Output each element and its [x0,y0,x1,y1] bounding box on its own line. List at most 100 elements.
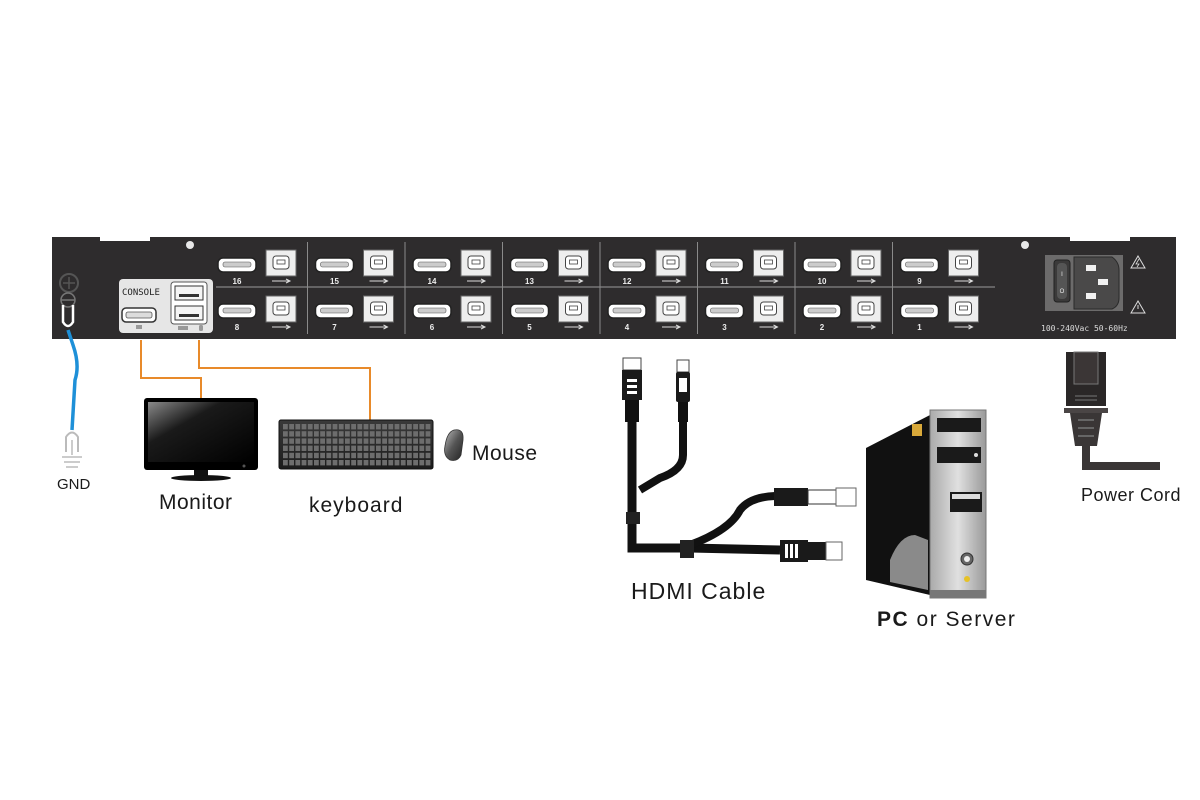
hdmi-kvm-cable [622,357,857,562]
usb-symbol-icon [564,324,584,330]
keyboard-key [388,424,394,430]
port-6: 6 [412,295,492,332]
gnd-label: GND [57,476,91,493]
port-15: 15 [314,249,394,286]
keyboard-key [425,431,431,437]
keyboard-key [345,438,350,444]
keyboard-key [394,452,400,459]
port-4: 4 [607,295,687,332]
keyboard-device-icon [278,419,434,470]
panel-body [52,237,1176,339]
keyboard-key [314,452,319,459]
keyboard-key [407,445,412,451]
keyboard-key [394,445,400,451]
keyboard-key [307,424,313,430]
keyboard-key [338,445,344,451]
keyboard-key [289,452,294,459]
keyboard-key [326,431,332,437]
keyboard-key [301,431,307,437]
keyboard-key [376,431,381,437]
keyboard-key [376,424,381,430]
keyboard-key [425,445,431,451]
hdmi-cable-label: HDMI Cable [631,578,767,604]
port-number-label: 15 [330,277,339,286]
ground-connector [62,431,82,468]
port-11: 11 [704,249,784,286]
keyboard-key [283,438,288,444]
port-number-label: 16 [233,277,242,286]
keyboard-key [332,438,338,444]
keyboard-key [326,424,332,430]
keyboard-key [382,452,387,459]
port-5: 5 [509,295,589,332]
keyboard-key [283,460,288,466]
port-number-label: 14 [428,277,437,286]
keyboard-key [307,460,313,466]
keyboard-key [345,445,350,451]
keyboard-key [413,424,418,430]
keyboard-key [332,460,338,466]
ground-wire [66,329,79,431]
usb-b-port-icon [363,249,394,277]
keyboard-key [376,445,381,451]
keyboard-key [283,445,288,451]
monitor-label: Monitor [159,491,233,514]
port-number-label: 2 [820,323,825,332]
port-number-label: 4 [625,323,630,332]
usb-symbol-icon [467,278,487,284]
keyboard-key [283,424,288,430]
pc-label-bold: PC [877,608,910,631]
switch-on-label: I [1061,272,1063,278]
keyboard-key [338,431,344,437]
port-number-label: 5 [527,323,532,332]
keyboard-key [394,431,400,437]
keyboard-key [289,438,294,444]
keyboard-key [363,460,369,466]
keyboard-key [369,452,375,459]
keyboard-key [338,438,344,444]
keyboard-key [400,424,406,430]
pc-server-label: PC or Server [877,608,1016,632]
keyboard-key [376,460,381,466]
usb-symbol-icon [369,278,389,284]
keyboard-key [289,445,294,451]
keyboard-key [419,431,425,437]
keyboard-key [382,438,387,444]
keyboard-key [345,452,350,459]
keyboard-key [413,431,418,437]
keyboard-key [338,460,344,466]
keyboard-key [307,445,313,451]
keyboard-key [407,438,412,444]
keyboard-key [400,431,406,437]
port-9: 9 [899,249,979,286]
keyboard-key [320,445,325,451]
keyboard-key [376,452,381,459]
usb-symbol-icon [857,278,877,284]
keyboard-key [376,438,381,444]
keyboard-key [338,452,344,459]
power-cord-icon [1064,351,1160,470]
usb-b-port-icon [460,295,492,323]
keyboard-key [363,445,369,451]
keyboard-key [301,452,307,459]
port-number-label: 1 [917,323,922,332]
keyboard-key [295,438,301,444]
keyboard-key [419,445,425,451]
keyboard-key [307,431,313,437]
mouse-device-icon [444,429,464,461]
keyboard-key [388,445,394,451]
keyboard-key [301,424,307,430]
keyboard-connection-line [198,340,371,420]
ground-screw-icon [59,273,79,293]
port-10: 10 [802,249,882,286]
keyboard-key [413,438,418,444]
panel-notch [100,237,150,241]
keyboard-key [295,460,301,466]
keyboard-key [301,445,307,451]
usb-symbol-icon [954,278,974,284]
port-number-label: 12 [623,277,632,286]
keyboard-key [301,460,307,466]
port-number-label: 3 [722,323,727,332]
keyboard-key [345,431,350,437]
